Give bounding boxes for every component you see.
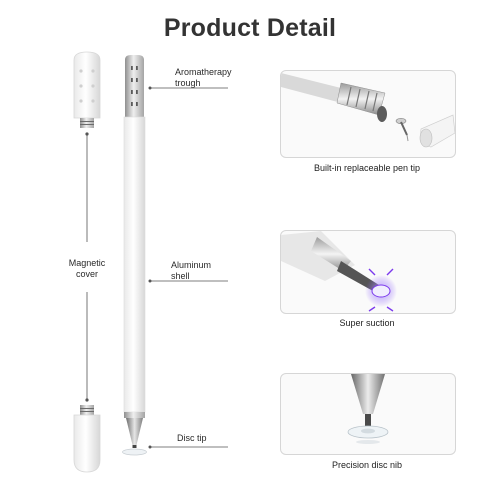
caption-replaceable-tip: Built-in replaceable pen tip	[313, 163, 421, 173]
caption-precision-disc: Precision disc nib	[331, 460, 403, 470]
super-suction-image	[281, 231, 397, 312]
pen-body	[122, 55, 147, 456]
panel-super-suction	[280, 230, 456, 314]
bottom-cap	[73, 405, 101, 473]
label-magnetic-cover: Magnetic cover	[68, 258, 106, 279]
panel-precision-disc	[280, 373, 456, 455]
label-aluminum-shell: Aluminum shell	[171, 260, 212, 281]
top-cap	[73, 51, 101, 128]
leader-lines	[148, 86, 228, 449]
label-aromatherapy: Aromatherapy trough	[175, 67, 232, 88]
caption-super-suction: Super suction	[339, 318, 395, 328]
stylus-illustration	[73, 51, 228, 473]
label-disc-tip: Disc tip	[177, 433, 207, 443]
replaceable-tip-image	[281, 73, 455, 148]
precision-disc-image	[347, 374, 389, 444]
magnetic-dimension-line	[85, 132, 89, 402]
page-title: Product Detail	[163, 14, 337, 42]
panel-replaceable-tip	[280, 70, 456, 158]
